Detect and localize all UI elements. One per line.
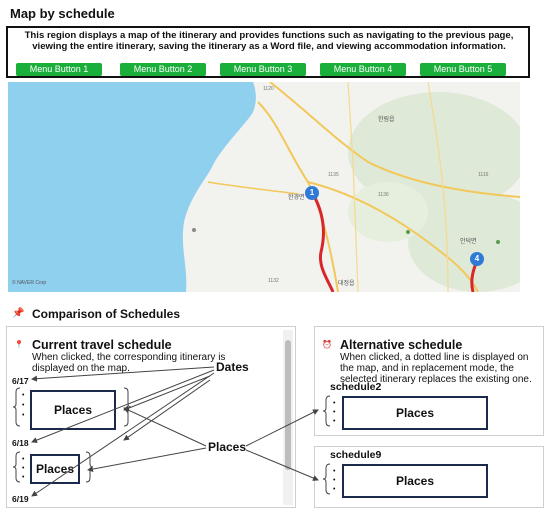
menu-button-5[interactable]: Menu Button 5 (420, 63, 506, 76)
map-label: 한림읍 (378, 117, 395, 123)
location-pin-icon: 📍 (14, 340, 24, 349)
places-box-schedule2[interactable]: Places (342, 396, 488, 430)
bullet: • (22, 392, 25, 399)
bullet: • (333, 486, 336, 493)
places-box-schedule9[interactable]: Places (342, 464, 488, 498)
description-panel: This region displays a map of the itiner… (6, 26, 530, 78)
bullet: • (22, 402, 25, 409)
comparison-title: Comparison of Schedules (32, 307, 181, 321)
current-schedule-subtitle: When clicked, the corresponding itinerar… (32, 352, 226, 374)
map-label: 대정읍 (338, 281, 355, 287)
map-label: 안덕면 (460, 239, 477, 245)
map-marker-4[interactable]: 4 (470, 252, 484, 266)
alternative-schedule-title: Alternative schedule (340, 338, 463, 352)
menu-button-2[interactable]: Menu Button 2 (120, 63, 206, 76)
bullet: • (22, 412, 25, 419)
bullet: • (22, 456, 25, 463)
scrollbar-thumb[interactable] (285, 340, 291, 470)
road-number: 1132 (268, 278, 279, 284)
bullet: • (22, 465, 25, 472)
bullet: • (333, 418, 336, 425)
menu-button-4[interactable]: Menu Button 4 (320, 63, 406, 76)
itinerary-map[interactable]: 1 4 한림읍 한경면 안덕면 대정읍 1120 1135 1136 1132 … (8, 82, 520, 292)
places-box-day1[interactable]: Places (30, 390, 116, 430)
bullet: • (333, 409, 336, 416)
schedule-name[interactable]: schedule9 (330, 449, 382, 461)
alternative-schedule-subtitle: When clicked, a dotted line is displayed… (340, 352, 532, 385)
map-label: 한경면 (288, 195, 305, 201)
menu-button-3[interactable]: Menu Button 3 (220, 63, 306, 76)
road-number: 1136 (378, 192, 389, 198)
route-line (311, 193, 335, 292)
date-label: 6/18 (12, 438, 29, 448)
page-title: Map by schedule (10, 6, 115, 21)
current-schedule-title: Current travel schedule (32, 338, 172, 352)
map-credit: © NAVER Corp (12, 280, 47, 286)
description-text: This region displays a map of the itiner… (24, 30, 514, 52)
places-callout: Places (208, 440, 247, 454)
road-number: 1120 (263, 86, 274, 92)
clock-icon: ⏰ (322, 340, 332, 349)
bullet: • (333, 477, 336, 484)
bullet: • (22, 474, 25, 481)
bullet: • (333, 400, 336, 407)
map-marker-1[interactable]: 1 (305, 186, 319, 200)
menu-button-1[interactable]: Menu Button 1 (16, 63, 102, 76)
date-label: 6/19 (12, 494, 29, 504)
date-label: 6/17 (12, 376, 29, 386)
pushpin-icon: 📌 (12, 308, 25, 319)
bullet: • (333, 468, 336, 475)
dates-callout: Dates (216, 360, 249, 374)
places-box-day2[interactable]: Places (30, 454, 80, 484)
road-number: 1135 (328, 172, 339, 178)
schedule-name[interactable]: schedule2 (330, 381, 382, 393)
road-number: 1116 (478, 172, 489, 178)
